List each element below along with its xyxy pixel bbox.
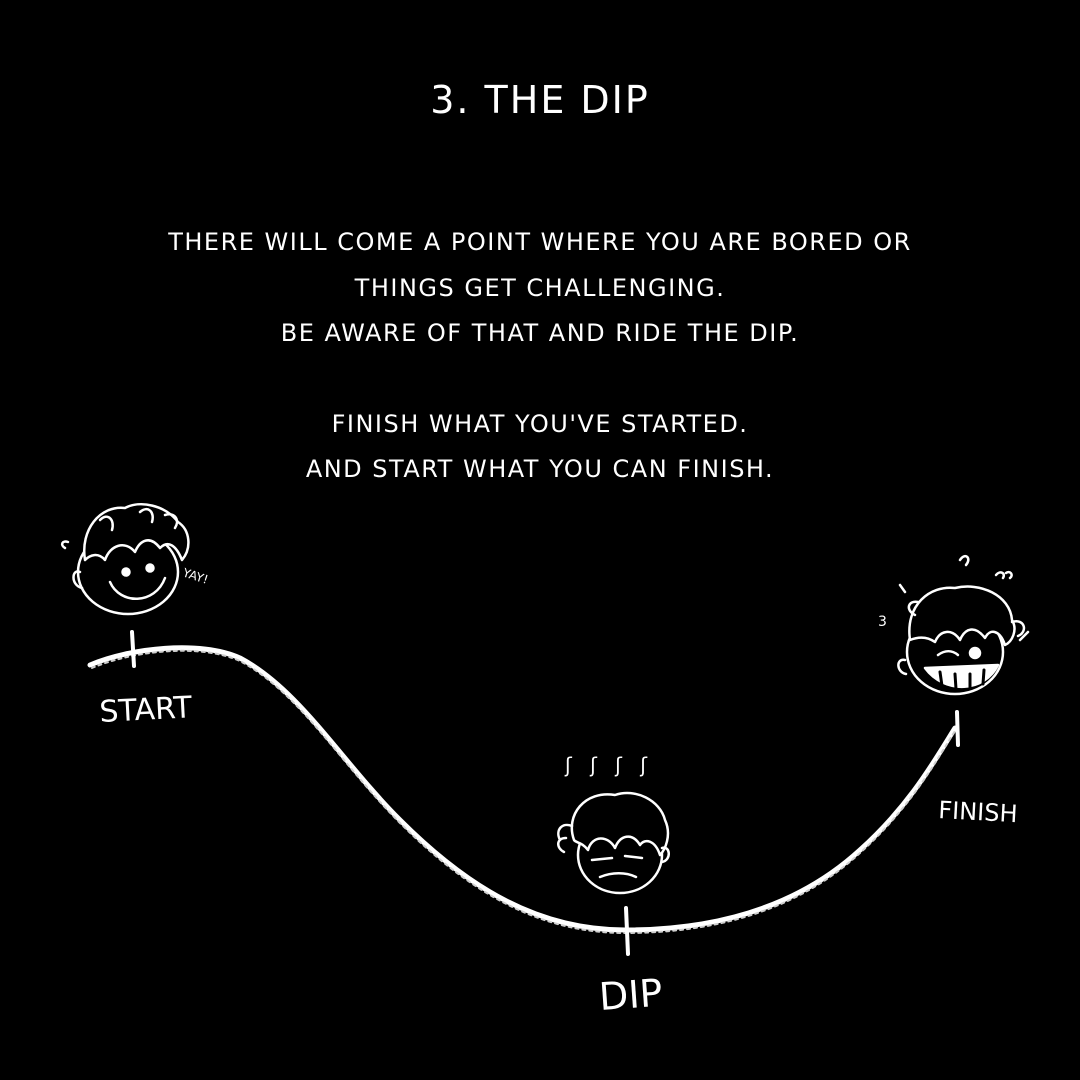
body-line: THINGS GET CHALLENGING.: [354, 273, 726, 302]
page-title: 3. THE DIP: [430, 78, 650, 122]
finish-label: FINISH: [938, 796, 1019, 828]
body-line: THERE WILL COME A POINT WHERE YOU ARE BO…: [168, 228, 912, 256]
start-tick: [130, 630, 136, 668]
dip-label: DIP: [598, 971, 664, 1019]
yay-exclamation: YAY!: [180, 565, 210, 587]
body-line: FINISH WHAT YOU'VE STARTED.: [331, 409, 749, 438]
body-line: AND START WHAT YOU CAN FINISH.: [305, 455, 775, 483]
grumpy-face-icon: [557, 791, 670, 895]
happy-face-icon: [60, 503, 190, 616]
body-line: BE AWARE OF THAT AND RIDE THE DIP.: [280, 319, 800, 347]
dip-curve: [87, 645, 958, 933]
finish-tick: [955, 710, 960, 747]
sweat-lines: ʃ ʃ ʃ ʃ: [564, 753, 653, 777]
excited-face-icon: [897, 554, 1030, 696]
body-text: THERE WILL COME A POINT WHERE YOU ARE BO…: [0, 220, 1080, 493]
start-label: START: [99, 690, 194, 730]
dip-tick: [624, 906, 630, 956]
excited-mark: 3: [878, 614, 887, 630]
dip-curve-texture: [91, 649, 956, 935]
